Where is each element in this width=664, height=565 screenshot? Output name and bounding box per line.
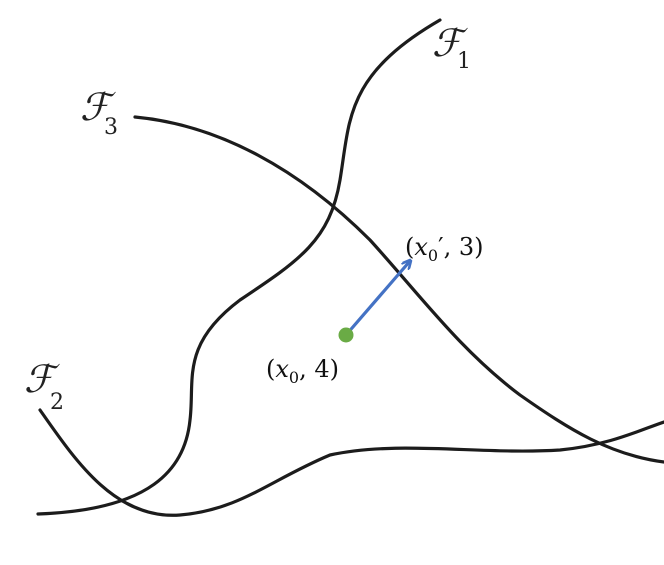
label-end-point: (x0′, 3) xyxy=(405,233,483,265)
label-end-var: x xyxy=(414,233,428,261)
label-f2: ℱ 2 xyxy=(24,357,64,415)
label-end-prime: ′ xyxy=(438,233,443,261)
start-point xyxy=(338,327,354,343)
curve-f1 xyxy=(36,18,442,516)
label-end-subscript: 0 xyxy=(428,246,438,265)
label-end-value: 3 xyxy=(459,233,474,261)
transition-arrow xyxy=(344,261,410,337)
label-f1-subscript: 1 xyxy=(457,49,471,74)
label-start-var: x xyxy=(275,355,289,383)
label-start-point: (x0, 4) xyxy=(266,355,339,387)
label-f3: ℱ 3 xyxy=(80,85,118,140)
label-start-value: 4 xyxy=(314,355,329,383)
curve-f3 xyxy=(133,115,664,464)
label-f3-subscript: 3 xyxy=(104,115,118,140)
curve-f2 xyxy=(38,408,664,517)
label-f1: ℱ 1 xyxy=(432,21,471,74)
label-start-subscript: 0 xyxy=(289,368,299,387)
label-f2-subscript: 2 xyxy=(50,390,64,415)
